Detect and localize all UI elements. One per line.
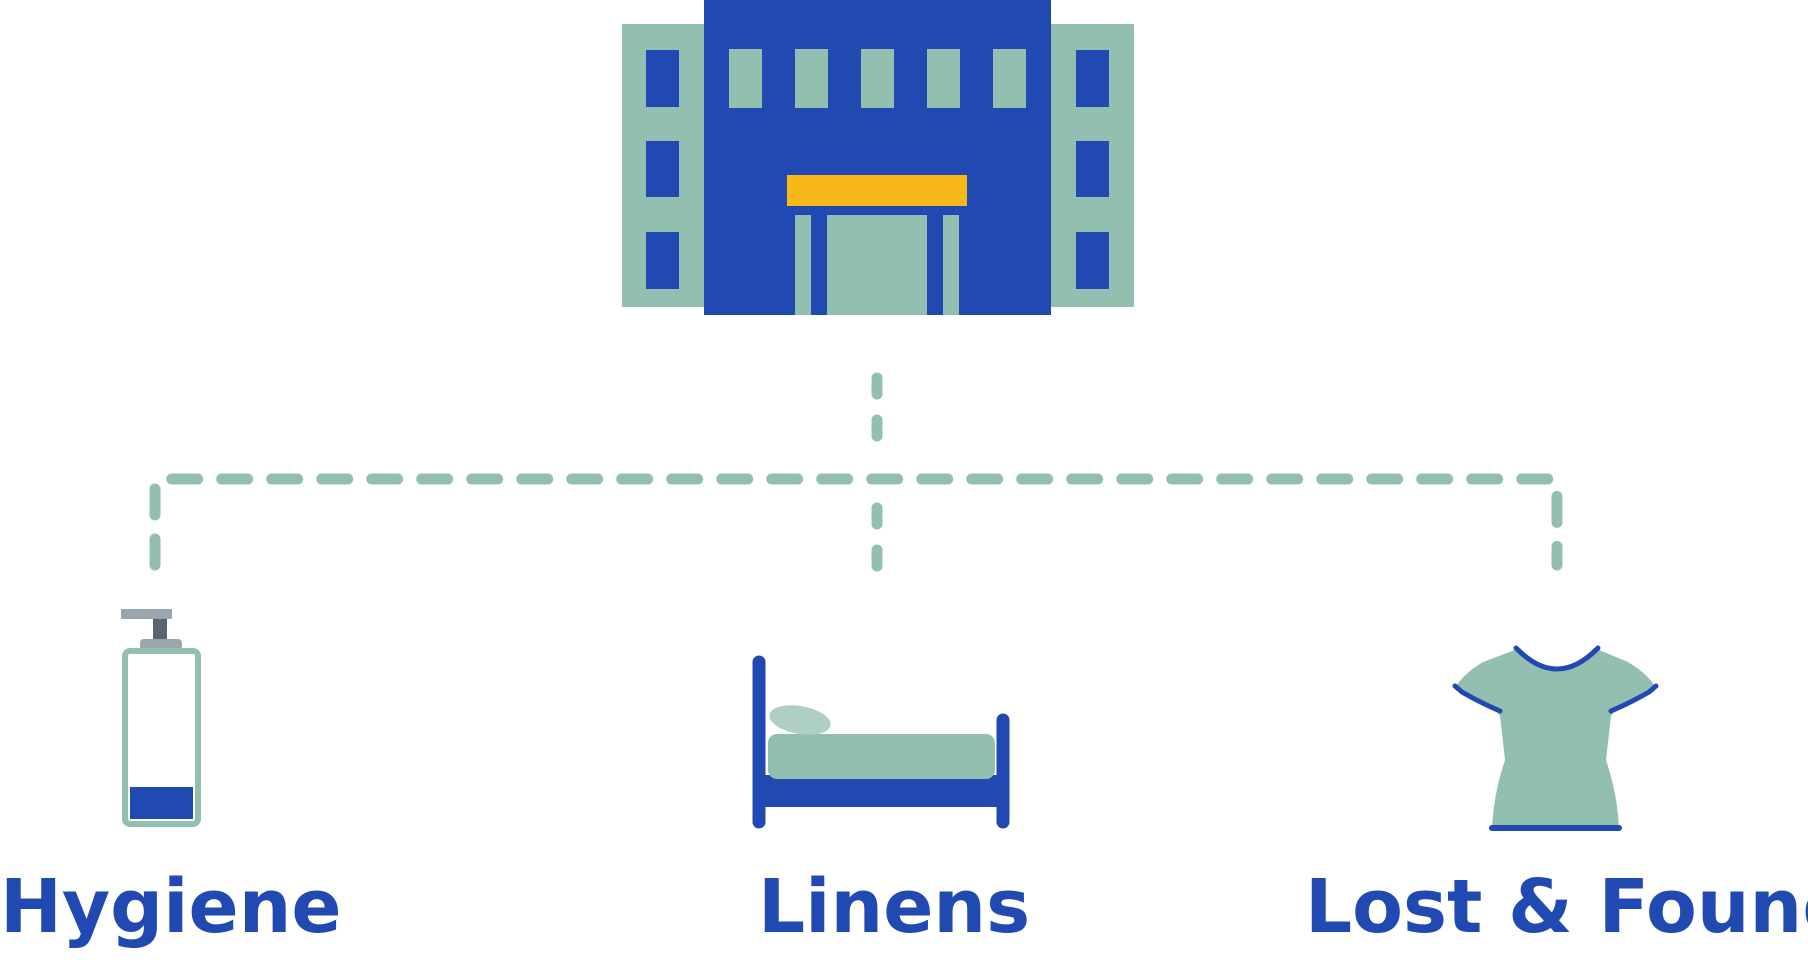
pump-head: [121, 609, 172, 619]
bed-mattress: [768, 734, 995, 779]
shirt-right-cuff: [1608, 683, 1659, 714]
entrance-door: [827, 215, 927, 315]
shirt-body: [1455, 648, 1656, 830]
window: [646, 232, 679, 289]
entrance-pillar: [943, 215, 959, 315]
soap-dispenser-icon: [121, 609, 201, 827]
window: [1076, 232, 1109, 289]
pump-stem: [153, 619, 167, 641]
window: [1076, 141, 1109, 197]
connector-horizontal: [149, 473, 1563, 571]
category-label-hygiene: Hygiene: [0, 864, 342, 950]
hotel-building-icon: [622, 0, 1134, 315]
bottle-body: [122, 648, 201, 827]
window: [729, 49, 762, 108]
soap-level: [130, 787, 193, 819]
entrance-awning: [787, 175, 967, 206]
entrance-pillar: [795, 215, 811, 315]
window: [1076, 50, 1109, 107]
bed-icon: [752, 655, 1010, 829]
connector-lines: [149, 372, 1563, 598]
category-label-linens: Linens: [758, 864, 1031, 950]
bed-pillow: [769, 705, 831, 735]
window: [927, 49, 960, 108]
category-label-lost-and-found: Lost & Found: [1305, 864, 1808, 950]
window: [795, 49, 828, 108]
window: [861, 49, 894, 108]
shirt-collar: [1513, 645, 1601, 672]
t-shirt-icon: [1452, 645, 1659, 831]
window: [993, 49, 1026, 108]
window: [646, 50, 679, 107]
shirt-left-cuff: [1452, 683, 1503, 714]
bed-frame: [759, 775, 1003, 807]
window: [646, 141, 679, 197]
